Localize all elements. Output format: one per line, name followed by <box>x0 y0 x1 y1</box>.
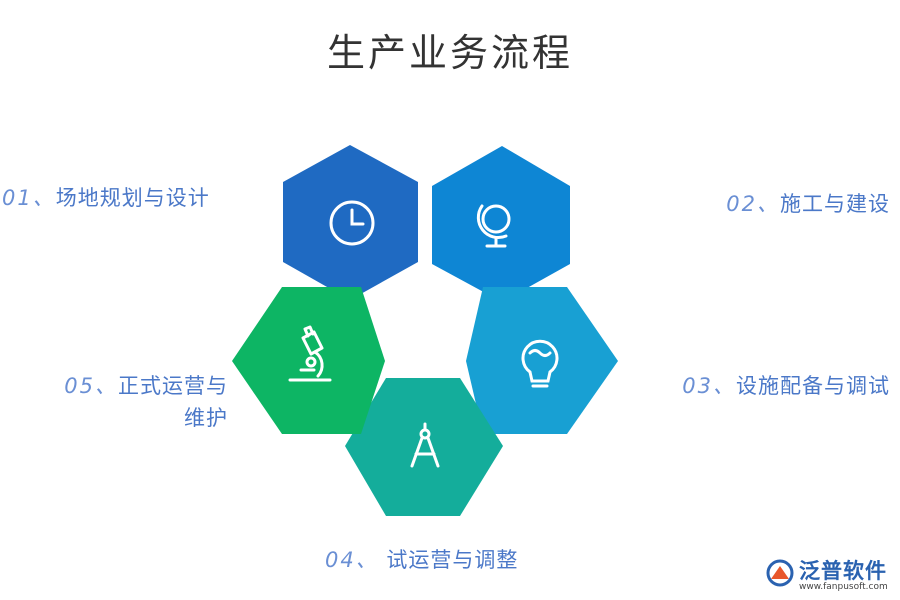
logo-mark-icon <box>766 559 794 587</box>
step-1-label: 01、场地规划与设计 <box>2 182 210 214</box>
step-5-text-line1: 正式运营与 <box>118 374 228 398</box>
lightbulb-icon <box>521 339 559 388</box>
step-2-text: 施工与建设 <box>780 192 890 216</box>
step-3-text: 设施配备与调试 <box>736 374 890 398</box>
page-title: 生产业务流程 <box>326 31 573 75</box>
globe-icon <box>476 204 511 248</box>
logo-url: www.fanpusoft.com <box>799 582 888 592</box>
logo-name: 泛普软件 <box>799 559 887 583</box>
step-3-hexagon <box>466 287 618 434</box>
step-5-number: 05、 <box>64 374 118 398</box>
step-5-text-line2: 维护 <box>184 406 228 430</box>
microscope-icon <box>288 325 332 382</box>
step-4-hexagon <box>345 378 503 516</box>
compass-icon <box>410 422 440 468</box>
step-3-label: 03、设施配备与调试 <box>682 370 890 402</box>
step-1-number: 01、 <box>2 186 56 210</box>
step-2-number: 02、 <box>726 192 780 216</box>
clock-icon <box>329 200 375 246</box>
step-4-number: 04、 <box>325 548 379 572</box>
hexagon-shape <box>466 287 618 434</box>
step-4-label: 04、 试运营与调整 <box>325 544 518 576</box>
hexagon-shape <box>432 146 570 302</box>
step-5-label: 05、正式运营与维护 <box>64 370 228 434</box>
step-5-hexagon <box>232 287 385 434</box>
hexagon-shape <box>345 378 503 516</box>
step-3-number: 03、 <box>682 374 736 398</box>
step-1-hexagon <box>283 145 418 300</box>
step-4-text: 试运营与调整 <box>386 548 519 572</box>
brand-logo: 泛普软件 www.fanpusoft.com <box>765 555 895 597</box>
step-2-hexagon <box>432 146 570 302</box>
step-1-text: 场地规划与设计 <box>55 186 210 210</box>
step-2-label: 02、施工与建设 <box>726 188 890 220</box>
